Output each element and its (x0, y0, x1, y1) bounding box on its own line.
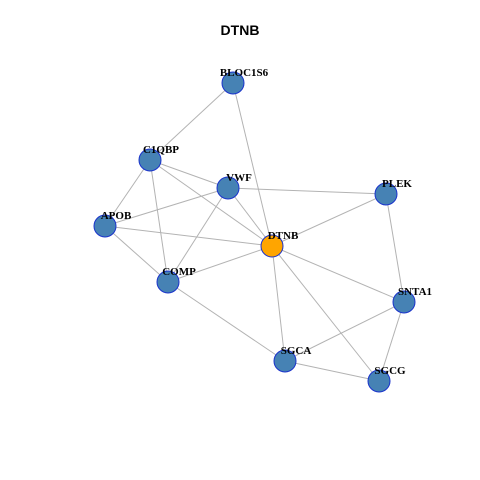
edge-comp-dtnb (167, 245, 273, 283)
edge-c1qbp-dtnb (149, 159, 273, 247)
node-circle-comp[interactable] (156, 270, 180, 294)
node-circle-c1qbp[interactable] (138, 148, 162, 172)
edge-snta1-sgca (284, 301, 405, 362)
node-label-sgca: SGCA (281, 345, 312, 357)
node-dtnb[interactable]: DTNB (260, 230, 299, 258)
node-label-snta1: SNTA1 (398, 286, 432, 298)
node-apob[interactable]: APOB (93, 210, 132, 238)
edge-dtnb-snta1 (271, 245, 405, 303)
edge-bloc1s6-c1qbp (149, 82, 234, 161)
node-circle-sgca[interactable] (273, 349, 297, 373)
edge-dtnb-sgca (271, 245, 286, 362)
node-label-bloc1s6: BLOC1S6 (220, 67, 269, 79)
node-circle-bloc1s6[interactable] (221, 71, 245, 95)
node-snta1[interactable]: SNTA1 (392, 286, 432, 314)
node-sgcg[interactable]: SGCG (367, 365, 406, 393)
node-sgca[interactable]: SGCA (273, 345, 312, 373)
node-label-plek: PLEK (382, 178, 412, 190)
edge-vwf-comp (167, 187, 229, 283)
edge-vwf-dtnb (227, 187, 273, 247)
node-circle-apob[interactable] (93, 214, 117, 238)
node-label-vwf: VWF (226, 172, 252, 184)
edge-plek-dtnb (271, 193, 387, 247)
edge-c1qbp-vwf (149, 159, 229, 189)
node-label-c1qbp: C1QBP (143, 144, 179, 156)
node-circle-snta1[interactable] (392, 290, 416, 314)
edge-c1qbp-comp (149, 159, 169, 283)
node-label-apob: APOB (101, 210, 132, 222)
node-c1qbp[interactable]: C1QBP (138, 144, 179, 172)
edge-c1qbp-apob (104, 159, 151, 227)
edge-bloc1s6-dtnb (232, 82, 273, 247)
node-comp[interactable]: COMP (156, 266, 196, 294)
node-vwf[interactable]: VWF (216, 172, 252, 200)
edge-apob-dtnb (104, 225, 273, 247)
node-circle-dtnb[interactable] (260, 234, 284, 258)
node-label-comp: COMP (162, 266, 196, 278)
edge-dtnb-sgcg (271, 245, 380, 382)
edge-comp-sgca (167, 281, 286, 362)
edge-vwf-plek (227, 187, 387, 195)
node-circle-vwf[interactable] (216, 176, 240, 200)
node-bloc1s6[interactable]: BLOC1S6 (220, 67, 269, 95)
node-circle-plek[interactable] (374, 182, 398, 206)
edge-plek-snta1 (385, 193, 405, 303)
node-label-dtnb: DTNB (268, 230, 299, 242)
graph-title: DTNB (220, 22, 260, 38)
node-circle-sgcg[interactable] (367, 369, 391, 393)
edge-snta1-sgcg (378, 301, 405, 382)
node-plek[interactable]: PLEK (374, 178, 412, 206)
edge-vwf-apob (104, 187, 229, 227)
edge-layer (104, 82, 405, 382)
node-label-sgcg: SGCG (374, 365, 406, 377)
edge-sgca-sgcg (284, 360, 380, 382)
edge-apob-comp (104, 225, 169, 283)
